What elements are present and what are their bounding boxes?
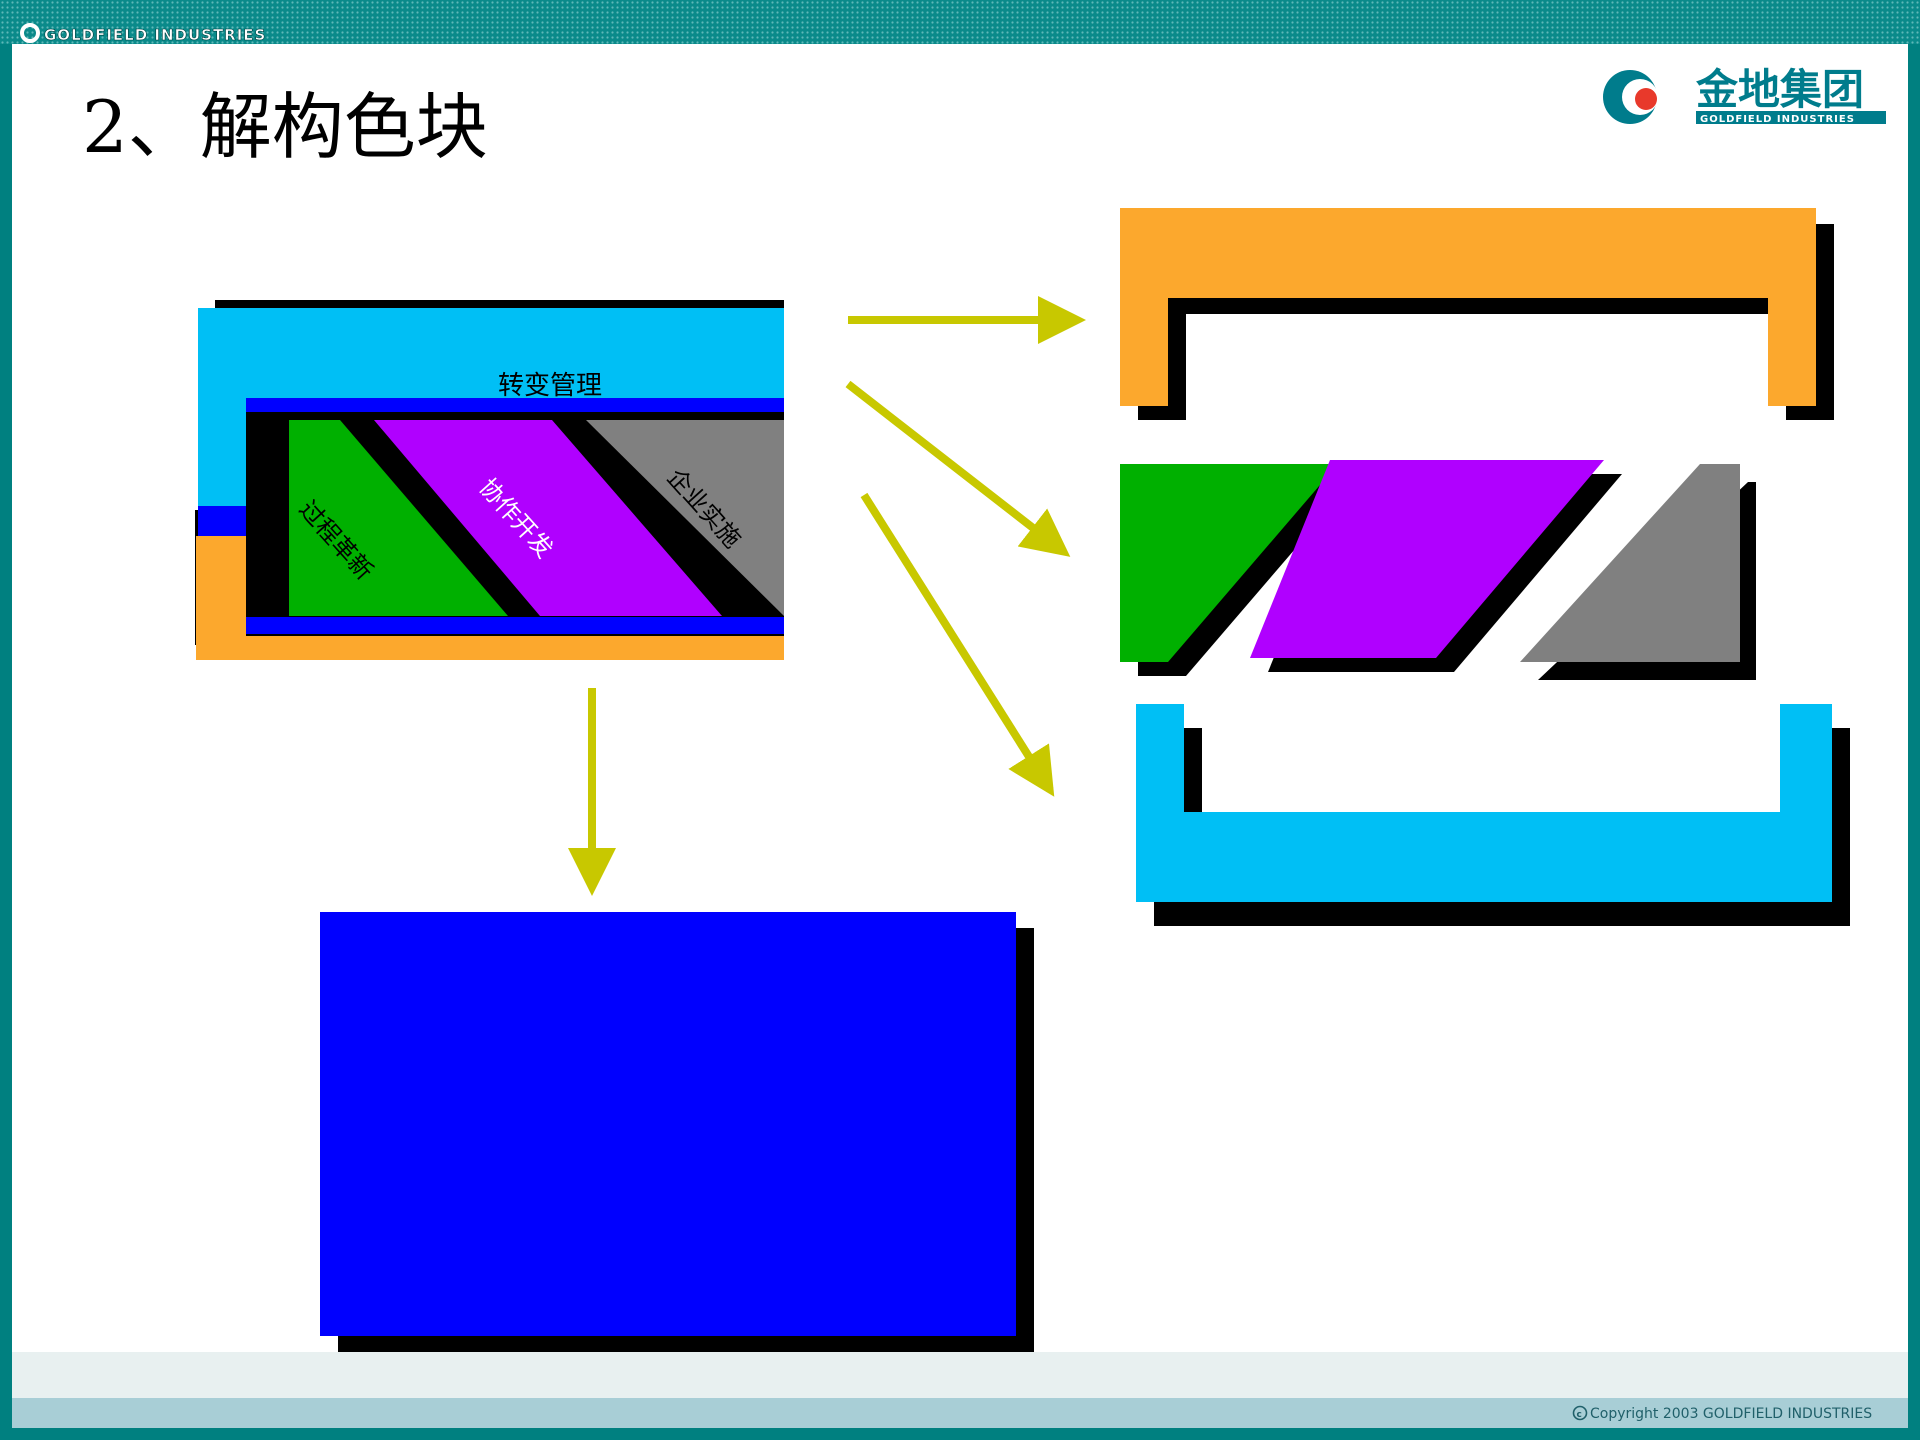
composite-gray-triangle (586, 420, 784, 616)
footer-light-band (12, 1352, 1908, 1398)
purple-parallelogram (1250, 460, 1604, 658)
company-logo: 金地集团 GOLDFIELD INDUSTRIES (1603, 65, 1886, 125)
composite-purple-parallelogram (374, 420, 722, 616)
decon-middle-shapes (1120, 460, 1756, 680)
decon-cyan-bracket (1136, 704, 1850, 926)
arrow-to-cyan (860, 492, 1055, 797)
decon-blue-block (320, 912, 1034, 1352)
gray-triangle (1520, 464, 1740, 662)
green-triangle (1120, 464, 1338, 662)
arrows (568, 296, 1086, 896)
composite-cyan-band (198, 308, 784, 506)
header-brand-icon (20, 23, 40, 43)
logo-english-name: GOLDFIELD INDUSTRIES (1700, 114, 1855, 125)
orange-bracket (1120, 208, 1816, 406)
composite-block: 转变管理 过程革新 协作开发 企业实施 (195, 300, 784, 660)
composite-green-triangle (289, 420, 508, 616)
header-brand-text: GOLDFIELD INDUSTRIES (44, 26, 266, 44)
copyright-icon: c (1572, 1405, 1588, 1421)
footer-copyright: c Copyright 2003 GOLDFIELD INDUSTRIES (1572, 1405, 1872, 1422)
header-brand: GOLDFIELD INDUSTRIES (20, 23, 266, 44)
decon-orange-bracket (1120, 208, 1834, 420)
blue-block (320, 912, 1016, 1336)
logo-subtitle-bar (1696, 111, 1886, 124)
svg-text:c: c (1577, 1410, 1582, 1420)
slide-header-strip (0, 0, 1920, 44)
goldfield-logo-icon (1603, 70, 1658, 124)
footer-band (12, 1398, 1908, 1428)
slide-title: 2、解构色块 (82, 85, 488, 169)
label-transformation-management: 转变管理 (498, 371, 602, 401)
copyright-text: Copyright 2003 GOLDFIELD INDUSTRIES (1590, 1406, 1872, 1422)
composite-orange-band (196, 536, 784, 660)
cyan-bracket (1136, 704, 1832, 902)
logo-chinese-name: 金地集团 (1695, 65, 1864, 114)
arrow-to-shapes (845, 380, 1071, 557)
